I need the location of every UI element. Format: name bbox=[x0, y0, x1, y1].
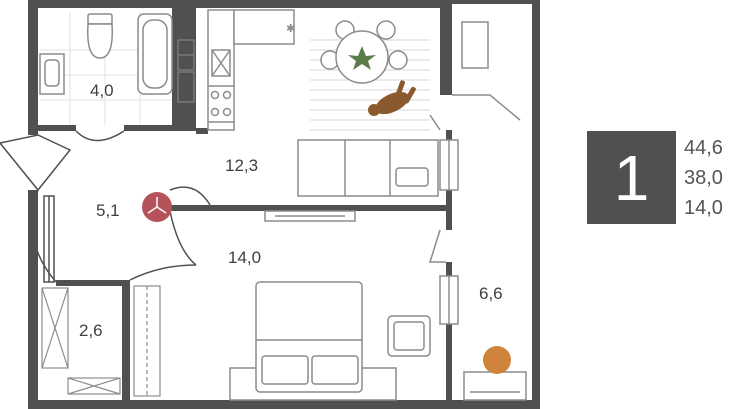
dog-icon bbox=[368, 80, 416, 116]
room-area-hallway: 5,1 bbox=[96, 201, 120, 220]
rooms-count-badge: 1 bbox=[587, 131, 676, 224]
sofa bbox=[297, 139, 439, 197]
total-area: 44,6 bbox=[684, 137, 723, 159]
bathtub bbox=[137, 13, 173, 95]
room-area-bedroom: 14,0 bbox=[228, 248, 261, 267]
tv-stand bbox=[264, 210, 356, 222]
loggia-elements bbox=[428, 21, 527, 401]
ventilation-icon bbox=[142, 192, 172, 222]
rooms-count: 1 bbox=[613, 141, 650, 214]
plant-icon bbox=[348, 46, 376, 70]
dining-table bbox=[320, 20, 408, 84]
svg-text:✱: ✱ bbox=[286, 23, 295, 35]
room-area-storage: 2,6 bbox=[79, 321, 103, 340]
area-summary: 44,6 38,0 14,0 bbox=[684, 133, 740, 223]
shelves bbox=[177, 39, 195, 103]
room-area-loggia: 6,6 bbox=[479, 284, 503, 303]
chair-icon bbox=[483, 346, 511, 374]
washbasin bbox=[39, 53, 65, 95]
bed bbox=[229, 281, 397, 401]
armchair bbox=[387, 315, 431, 357]
wardrobe bbox=[41, 285, 161, 397]
entry-doors bbox=[0, 130, 211, 283]
toilet bbox=[87, 13, 113, 59]
kitchen-counter: ✱ bbox=[207, 9, 295, 131]
living-area: 38,0 bbox=[684, 167, 723, 189]
kitchen-area: 14,0 bbox=[684, 197, 723, 219]
room-area-kitchen-living: 12,3 bbox=[225, 156, 258, 175]
room-area-bathroom: 4,0 bbox=[90, 81, 114, 100]
